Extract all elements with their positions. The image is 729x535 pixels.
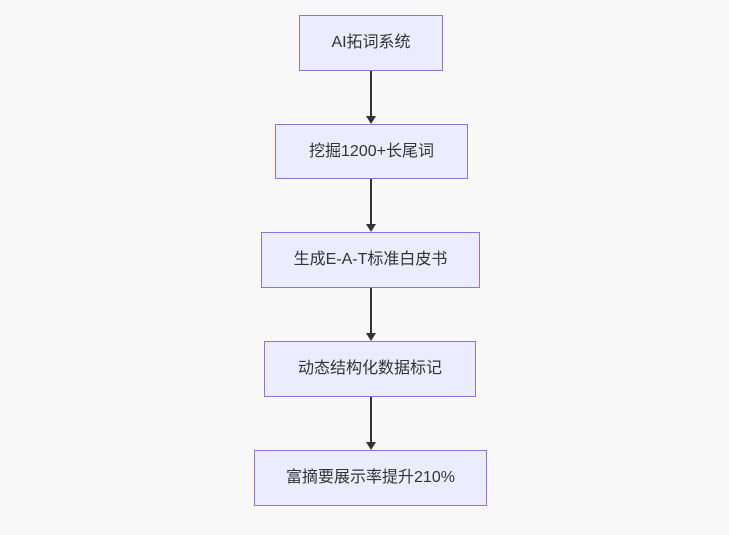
flow-arrow-down-4 xyxy=(365,397,377,450)
flow-node-rich-snippet-result: 富摘要展示率提升210% xyxy=(254,450,487,506)
flow-node-label: 富摘要展示率提升210% xyxy=(286,469,455,486)
flow-node-label: AI拓词系统 xyxy=(331,34,411,51)
flow-node-structured-data-markup: 动态结构化数据标记 xyxy=(264,341,476,397)
flow-arrow-down-1 xyxy=(365,71,377,124)
flow-node-label: 动态结构化数据标记 xyxy=(297,360,442,377)
flow-arrow-down-3 xyxy=(365,288,377,341)
flow-node-eat-whitepaper: 生成E-A-T标准白皮书 xyxy=(261,232,480,288)
flow-node-label: 挖掘1200+长尾词 xyxy=(309,142,434,160)
flow-node-label: 生成E-A-T标准白皮书 xyxy=(293,251,448,268)
flow-node-ai-keyword-system: AI拓词系统 xyxy=(299,15,443,71)
flow-arrow-down-2 xyxy=(365,179,377,232)
flow-node-longtail-mining: 挖掘1200+长尾词 xyxy=(275,124,468,179)
